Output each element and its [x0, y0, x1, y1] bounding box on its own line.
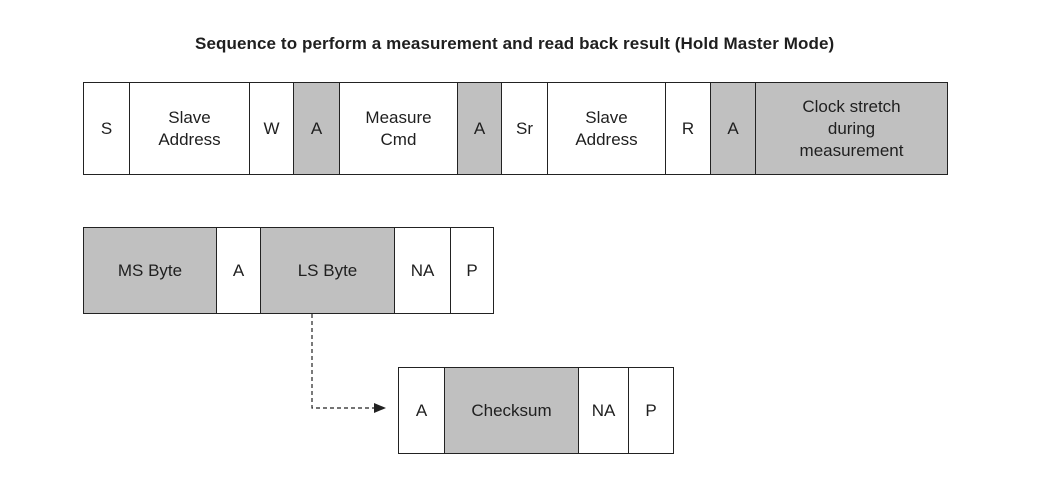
stop-condition-field: P: [451, 228, 494, 313]
ack-field: A: [217, 228, 261, 313]
slave-address-field: Slave Address: [130, 83, 250, 174]
start-condition-field: S: [84, 83, 130, 174]
nack-field: NA: [579, 368, 629, 453]
connector-arrowhead-icon: [374, 403, 386, 413]
ms-byte-field: MS Byte: [84, 228, 217, 313]
diagram-title: Sequence to perform a measurement and re…: [195, 34, 835, 53]
nack-field: NA: [395, 228, 451, 313]
checksum-read-sequence: A Checksum NA P: [398, 367, 674, 454]
ls-byte-field: LS Byte: [261, 228, 395, 313]
ack-field: A: [458, 83, 502, 174]
result-read-sequence: MS Byte A LS Byte NA P: [83, 227, 494, 314]
dashed-connector-line: [311, 314, 374, 409]
ack-field: A: [294, 83, 340, 174]
repeated-start-field: Sr: [502, 83, 548, 174]
stop-condition-field: P: [629, 368, 674, 453]
read-bit-field: R: [666, 83, 711, 174]
measurement-command-sequence: S Slave Address W A Measure Cmd A Sr Sla…: [83, 82, 948, 175]
checksum-field: Checksum: [445, 368, 579, 453]
ack-field: A: [399, 368, 445, 453]
slave-address-field: Slave Address: [548, 83, 666, 174]
write-bit-field: W: [250, 83, 294, 174]
clock-stretch-field: Clock stretch during measurement: [756, 83, 948, 174]
measure-cmd-field: Measure Cmd: [340, 83, 458, 174]
ack-field: A: [711, 83, 756, 174]
